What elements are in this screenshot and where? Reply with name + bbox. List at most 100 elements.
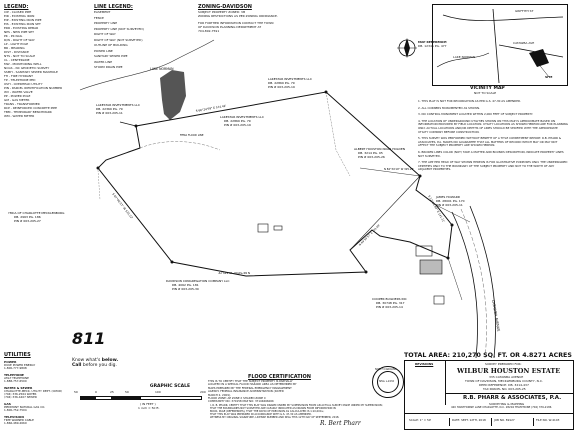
corner-marker xyxy=(450,223,454,227)
zoning-line: 704-892-7591 xyxy=(198,29,220,33)
corner-marker xyxy=(134,124,138,128)
firm-address: 420 HAWTHORNE LANE CHARLOTTE, N.C. 28204… xyxy=(451,406,552,409)
legend-item: CIP - CLOSED PIPE xyxy=(4,10,32,14)
utility-line: DUKE POWER ENERGY xyxy=(4,363,36,367)
plat-label-davidson-db: DB. 4062 PG. 181 xyxy=(172,283,199,287)
utility-group-name: POWER xyxy=(4,360,17,364)
certification-line: WITNESS MY ORIGINAL SIGNATURE, LICENSE N… xyxy=(210,416,340,420)
address-line: DEED REFERENCE: DB. 3214-437 xyxy=(479,383,529,387)
utility-line: AT&T TELEPHONE xyxy=(4,375,29,380)
legend-item: MW - MONITORING WELL xyxy=(4,62,42,66)
tagline-part: Know what's xyxy=(72,358,102,363)
easement-line xyxy=(97,169,101,201)
legend-item: TP - TELEPHONE PED xyxy=(4,78,36,82)
legend-item: NTS - NOT TO SCALE xyxy=(4,54,36,58)
plat-label-lakestar-pin: PIN # 003-205-19 xyxy=(224,123,251,127)
utility-group-name: WATER & SEWER xyxy=(4,385,33,390)
legend-item: WV - WATER VALVE xyxy=(4,90,33,94)
boundary-spur xyxy=(119,121,137,127)
legend-item: RCP - REINFORCED CONCRETE PIPE xyxy=(4,106,58,110)
legend-item: TBM - TEMPORARY BENCHMARK xyxy=(4,110,52,114)
catawba-avenue-road xyxy=(451,211,478,359)
plat-label-cooper-db: DB. 30748 PG. 317 xyxy=(376,301,405,305)
building-outline-4 xyxy=(419,259,443,275)
flood-line: FLOOD ZONE: AE ZONE X SHADED ZONE X xyxy=(208,396,266,401)
zoning-line: ZONING RESTRICTIONS AS PER ZONING ORDINA… xyxy=(198,14,278,18)
line-legend-item: RIGHT OF WAY (NOT SURVEYED) xyxy=(94,37,143,42)
plat-label-catawba: CATAWBA AVENUE xyxy=(491,299,501,331)
address-line: TAX PARCEL NO. 003-205-25 xyxy=(483,387,526,391)
plat-label-ymca-db: DB. 2963 PG. 186 xyxy=(14,215,41,219)
legend-item: CL - CENTERLINE xyxy=(4,58,30,62)
seal-inner-text: SEAL L-2432 xyxy=(379,380,394,383)
note-item: 1. THIS PLAT IS NOT FOR RECORDATION AS P… xyxy=(418,99,522,103)
flood-line: AGENCY. FEDERAL INSURANCE ADMINISTRATION… xyxy=(208,389,284,394)
flood-line: LOCATED IN A SPECIAL FLOOD HAZARD AREA A… xyxy=(208,382,297,387)
certification-line: BOOK, PAGE (REFERENCES), THAT THE RATIO … xyxy=(210,410,325,414)
vicinity-map: GRIFFITH ST LAKE NORMAN SITE CATAWBA AVE xyxy=(432,4,568,86)
utility-line: PIEDMONT NATURAL GAS CO. xyxy=(4,404,46,409)
plat-label-lake-norman: LAKE NORMAN xyxy=(150,67,174,71)
line-legend-item: SANITARY SEWER PIPE xyxy=(94,54,128,58)
note-item: 2. ALL CORNERS MONUMENTED AS SHOWN. xyxy=(418,105,480,110)
line-legend-item: PROPERTY LINE (NOT SURVEYED) xyxy=(94,26,144,31)
legend-item: DIST - DISTANCE xyxy=(4,50,29,54)
plat-label-davidson: DAVIDSON CONGREGATION COMPANY LLC xyxy=(166,279,229,283)
zoning-line: OF DAVIDSON PLANNING DEPARTMENT AT xyxy=(198,25,262,29)
flood-certification: FLOOD CERTIFICATION THIS IS TO CERTIFY T… xyxy=(208,374,358,404)
firm-name: R.B. PHARR & ASSOCIATES, P.A. xyxy=(463,395,562,401)
zoning-block: ZONING-DAVIDSON SUBJECT PROPERTY ZONED: … xyxy=(198,4,304,33)
tagline-part: before you dig. xyxy=(81,363,117,368)
note-item: 3. NO CONTROL MONUMENT LOCATED WITHIN 2,… xyxy=(418,112,533,117)
firm-subtitle: SURVEYING & MAPPING xyxy=(489,402,525,406)
scale-tick-label: 50 xyxy=(74,390,78,394)
vicinity-title: VICINITY MAP xyxy=(470,86,505,91)
plat-label-lakestar-db: DB. 22869 PG. 79 xyxy=(268,81,295,85)
title-row-divider xyxy=(445,393,573,394)
title-footer-cell: FILE NO. W-4103 xyxy=(533,418,559,426)
title-row-divider xyxy=(405,413,573,414)
flood-title: FLOOD CERTIFICATION xyxy=(248,374,311,380)
utility-group-name: TELEPHONE xyxy=(4,372,24,377)
legend-item: FH - FIRE HYDRANT xyxy=(4,74,34,78)
call-811-logo: 811 xyxy=(72,330,110,358)
line-legend-item: STORM DRAIN PIPE xyxy=(94,65,123,69)
total-area: TOTAL AREA: 210,270 SQ. FT. OR 4.8271 AC… xyxy=(404,352,572,359)
line-legend-item: FENCE xyxy=(94,15,104,20)
bearing-mid: N 84°34'19" W 325.29' xyxy=(384,167,414,171)
title-footer-cell: JOB NO. 89127 xyxy=(491,418,515,426)
catawba-avenue-edge xyxy=(469,205,496,359)
note-item: 4. THE LOCATION OF UNDERGROUND UTILITIES… xyxy=(418,118,568,134)
client-name: WILBUR HOUSTON ESTATE xyxy=(457,367,561,375)
plat-label-albert: ALBERT HOUSTON NOAH HOLDEN xyxy=(354,147,405,151)
legend-item: PIN - PARCEL IDENTIFICATION NUMBER xyxy=(4,86,63,90)
flood-line: MAPS PREPARED BY THE FEDERAL EMERGENCY M… xyxy=(208,385,292,390)
flood-line: COMMUNITY NO: 370158 MAP NO: 3710466600K xyxy=(208,399,274,404)
surveyor-seal-inner xyxy=(377,371,399,393)
building-outline-3 xyxy=(415,245,433,257)
scale-tick-label: 25 xyxy=(110,390,114,394)
utility-line: 1-888-757-6500 xyxy=(4,379,27,384)
scale-tick-label: 50 xyxy=(125,390,129,394)
logo-811-number: 811 xyxy=(72,329,106,348)
plat-label-james-db: DB. 28001 PG. 170 xyxy=(436,199,465,203)
plat-label-lakestar-pin: PIN # 003-205-11 xyxy=(96,111,123,115)
plat-label-james-pin: PIN # 003-205-11 xyxy=(436,203,463,207)
scale-tick-label: 200 xyxy=(200,390,206,394)
plat-label-davidson-pin: PIN # 003-205-30 xyxy=(172,287,199,291)
utility-group-name: GAS xyxy=(4,401,11,406)
corner-marker xyxy=(446,256,450,260)
seal-outer-text: NORTH CAROLINA xyxy=(375,368,397,371)
title-footer-cell: SCALE: 1" = 50' xyxy=(409,418,432,422)
notes-block: 1. THIS PLAT IS NOT FOR RECORDATION AS P… xyxy=(418,99,568,175)
building-outline-1 xyxy=(257,223,269,233)
surveyor-signature: R. Bert Pharr xyxy=(320,420,361,428)
zoning-line: SUBJECT PROPERTY ZONED: VB xyxy=(198,10,246,14)
legend-item: TRANS - TRANSFORMER xyxy=(4,102,40,106)
legend-item: EIS - EXISTING IRON SET xyxy=(4,22,41,26)
legend-item: OVH - OVERHEAD UTILITY xyxy=(4,82,43,86)
certification-line: THAT THE BOUNDARIES NOT SURVEYED ARE CLE… xyxy=(210,407,336,411)
lake-shoreline xyxy=(79,39,215,91)
